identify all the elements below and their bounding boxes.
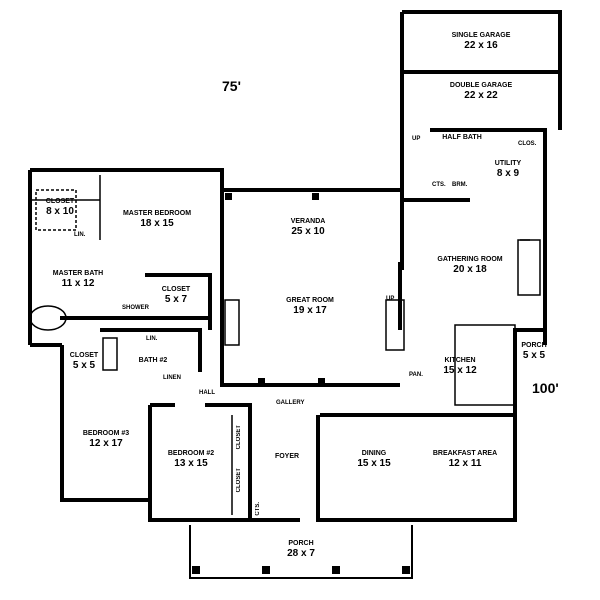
room-name: GREAT ROOM: [286, 297, 334, 304]
room-size: 11 x 12: [61, 277, 95, 289]
room-name: VERANDA: [290, 218, 326, 225]
room-name: CLOSET: [45, 198, 75, 205]
closet-label: CLOSET: [236, 468, 242, 493]
stair-up-label: UP: [412, 136, 421, 142]
cabinets-label: CTS.: [255, 502, 261, 516]
room-size: 15 x 15: [357, 457, 391, 469]
closet-label: CLOSET: [236, 425, 242, 450]
width-dimension: 75': [222, 78, 241, 94]
room-name: CLOSET: [69, 352, 99, 359]
room-size: 12 x 11: [448, 457, 482, 469]
room-size: 18 x 15: [140, 217, 174, 229]
room-name: CLOSET: [161, 286, 191, 293]
room-name: PORCH: [521, 342, 547, 349]
broom-closet-label: BRM.: [452, 182, 468, 188]
hall-label: HALL: [199, 390, 215, 396]
room-name: GATHERING ROOM: [437, 256, 503, 263]
room-name: HALF BATH: [442, 134, 482, 141]
room-bath-2: BATH #2: [139, 357, 168, 365]
room-size: 5 x 5: [72, 359, 96, 371]
linen-label: LIN.: [74, 232, 86, 238]
closet-label: CLOS.: [518, 141, 537, 147]
room-name: BREAKFAST AREA: [432, 450, 498, 457]
pantry-label: PAN.: [409, 372, 423, 378]
room-name: PORCH: [288, 540, 314, 547]
room-size: 12 x 17: [89, 437, 123, 449]
room-name: KITCHEN: [444, 357, 476, 364]
room-name: UTILITY: [494, 160, 522, 167]
room-size: 28 x 7: [287, 547, 315, 559]
room-name: MASTER BATH: [52, 270, 104, 277]
room-size: 8 x 10: [46, 205, 74, 217]
room-name: BEDROOM #3: [82, 430, 130, 437]
room-size: 15 x 12: [443, 364, 477, 376]
room-name: DINING: [361, 450, 387, 457]
room-size: 5 x 5: [522, 349, 546, 361]
gallery-label: GALLERY: [276, 400, 305, 406]
room-size: 8 x 9: [496, 167, 520, 179]
room-size: 22 x 22: [464, 89, 498, 101]
room-half-bath: HALF BATH: [442, 134, 482, 142]
room-name: SINGLE GARAGE: [451, 32, 511, 39]
room-name: FOYER: [274, 453, 300, 460]
room-size: 20 x 18: [453, 263, 487, 275]
cabinets-label: CTS.: [432, 182, 446, 188]
linen-closet-label: LINEN: [163, 375, 181, 381]
room-name: BEDROOM #2: [167, 450, 215, 457]
room-size: 19 x 17: [293, 304, 327, 316]
stair-up-label: UP: [386, 296, 395, 302]
room-size: 13 x 15: [174, 457, 208, 469]
room-size: 22 x 16: [464, 39, 498, 51]
room-name: BATH #2: [138, 357, 168, 364]
room-size: 25 x 10: [291, 225, 325, 237]
room-foyer: FOYER: [275, 453, 299, 461]
room-size: 5 x 7: [164, 293, 188, 305]
shower-label: SHOWER: [122, 305, 149, 311]
depth-dimension: 100': [532, 380, 559, 396]
room-name: MASTER BEDROOM: [122, 210, 192, 217]
linen-label: LIN.: [146, 336, 158, 342]
room-name: DOUBLE GARAGE: [449, 82, 513, 89]
